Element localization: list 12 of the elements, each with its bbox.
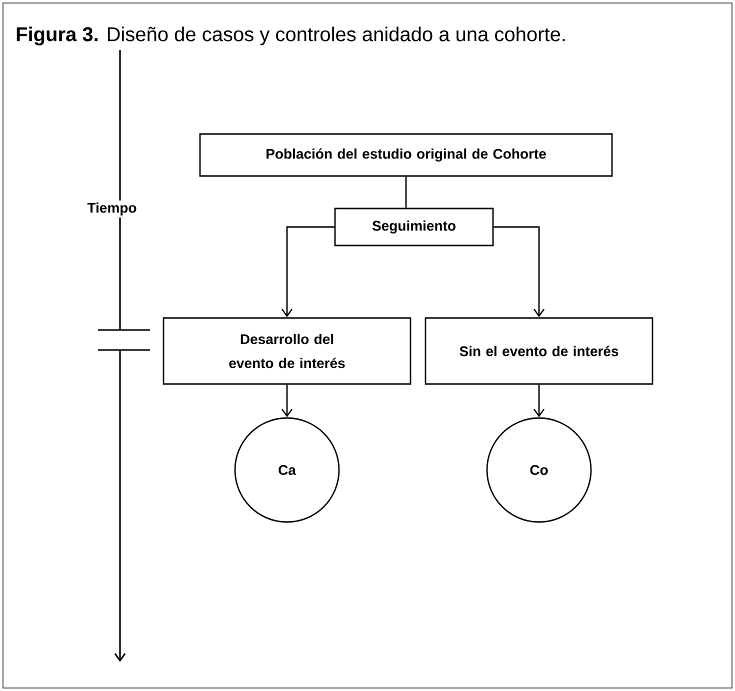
process-box: Población del estudio original de Cohorte <box>199 133 613 177</box>
process-box: Desarrollo del evento de interés <box>162 317 412 385</box>
arrow <box>281 226 334 318</box>
process-box: Sin el evento de interés <box>424 317 654 385</box>
circle-node: Ca <box>234 417 340 523</box>
circle-node: Co <box>486 417 592 523</box>
arrow <box>533 384 545 418</box>
process-box: Seguimiento <box>334 208 494 246</box>
arrow <box>494 226 545 318</box>
figure-title: Figura 3. Diseño de casos y controles anidado a una cohorte. <box>16 26 565 46</box>
arrow <box>281 384 293 418</box>
axis-label: Tiempo <box>85 200 139 218</box>
